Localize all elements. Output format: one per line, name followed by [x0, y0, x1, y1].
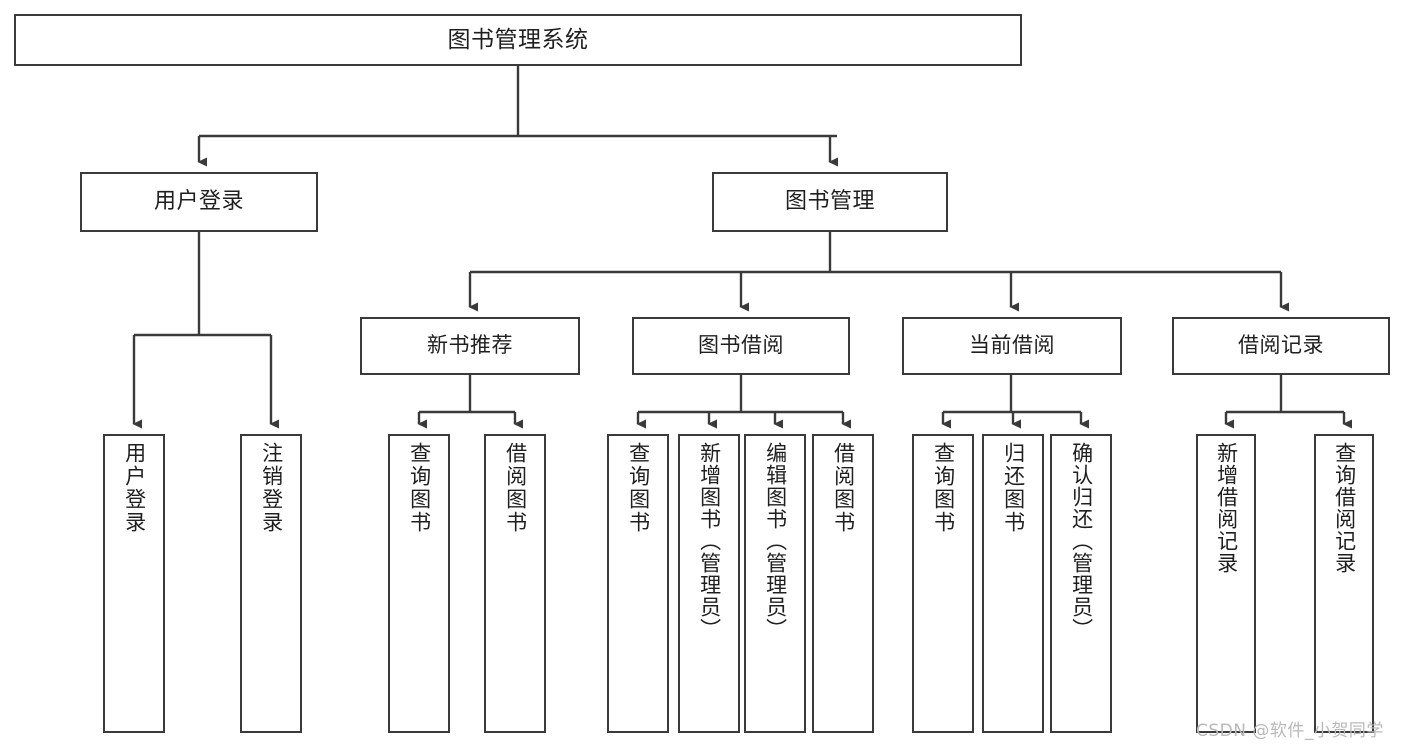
- node-label: 新增借阅记录: [1214, 442, 1239, 574]
- node-label: 确认归还（管理员）: [1069, 442, 1094, 640]
- node-label: 归还图书: [1001, 442, 1026, 534]
- node-label: 用户登录: [153, 188, 244, 214]
- node-label: 查询图书: [626, 442, 651, 534]
- node-leaf-return-book[interactable]: 归还图书: [982, 434, 1044, 733]
- node-leaf-query-book-1[interactable]: 查询图书: [388, 434, 450, 733]
- node-leaf-user-login[interactable]: 用户登录: [103, 434, 165, 733]
- node-borrow-record[interactable]: 借阅记录: [1172, 317, 1390, 375]
- node-label: 查询图书: [407, 442, 432, 534]
- node-label: 图书管理: [784, 188, 875, 214]
- node-leaf-borrow-book-1[interactable]: 借阅图书: [484, 434, 546, 733]
- node-book-manage[interactable]: 图书管理: [712, 172, 948, 232]
- node-user-login[interactable]: 用户登录: [80, 172, 318, 232]
- node-leaf-add-borrow-record[interactable]: 新增借阅记录: [1196, 434, 1256, 733]
- node-label: 当前借阅: [969, 333, 1055, 358]
- node-book-borrow[interactable]: 图书借阅: [632, 317, 850, 375]
- node-leaf-edit-book-admin[interactable]: 编辑图书（管理员）: [744, 434, 806, 733]
- node-new-book-recommend[interactable]: 新书推荐: [360, 317, 580, 375]
- node-leaf-query-book-2[interactable]: 查询图书: [607, 434, 669, 733]
- node-leaf-confirm-return-admin[interactable]: 确认归还（管理员）: [1050, 434, 1112, 733]
- node-current-borrow[interactable]: 当前借阅: [902, 317, 1122, 375]
- node-label: 借阅图书: [503, 442, 528, 534]
- node-label: 注销登录: [259, 442, 284, 534]
- node-label: 图书管理系统: [447, 26, 589, 53]
- node-label: 借阅图书: [831, 442, 856, 534]
- node-leaf-logout-login[interactable]: 注销登录: [240, 434, 302, 733]
- node-label: 新书推荐: [427, 333, 513, 358]
- node-label: 借阅记录: [1238, 333, 1324, 358]
- csdn-watermark: CSDN @软件_小贺同学: [1196, 721, 1384, 741]
- node-leaf-borrow-book-2[interactable]: 借阅图书: [812, 434, 874, 733]
- node-leaf-query-book-3[interactable]: 查询图书: [912, 434, 974, 733]
- node-label: 查询借阅记录: [1332, 442, 1357, 574]
- node-label: 编辑图书（管理员）: [763, 442, 788, 640]
- node-leaf-add-book-admin[interactable]: 新增图书（管理员）: [678, 434, 740, 733]
- node-label: 查询图书: [931, 442, 956, 534]
- node-root[interactable]: 图书管理系统: [14, 14, 1022, 66]
- node-label: 用户登录: [122, 442, 147, 534]
- node-label: 图书借阅: [698, 333, 784, 358]
- node-leaf-query-borrow-record[interactable]: 查询借阅记录: [1314, 434, 1374, 733]
- node-label: 新增图书（管理员）: [697, 442, 722, 640]
